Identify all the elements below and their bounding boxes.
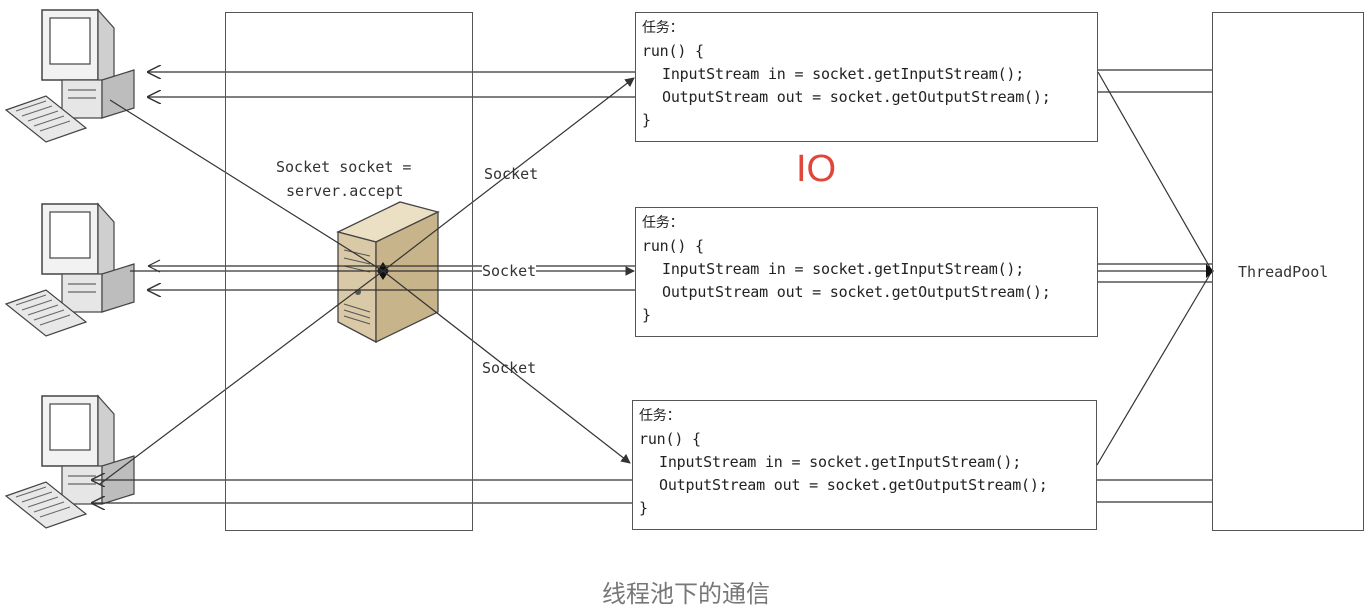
task-output-line: OutputStream out = socket.getOutputStrea… bbox=[662, 88, 1051, 106]
task-input-line: InputStream in = socket.getInputStream()… bbox=[662, 65, 1025, 83]
task-run-line: run() { bbox=[642, 42, 704, 60]
task-input-line: InputStream in = socket.getInputStream()… bbox=[662, 260, 1025, 278]
threadpool-panel bbox=[1212, 12, 1364, 531]
server-panel bbox=[225, 12, 473, 531]
task-box: 任务： run() { InputStream in = socket.getInp… bbox=[635, 12, 1098, 142]
task-box: 任务： run() { InputStream in = socket.getInp… bbox=[632, 400, 1097, 530]
task-close-brace: } bbox=[639, 499, 648, 517]
threadpool-junction bbox=[1206, 264, 1214, 278]
task-title: 任务： bbox=[639, 408, 681, 424]
socket-label: Socket bbox=[484, 165, 539, 183]
task-box: 任务： run() { InputStream in = socket.getInp… bbox=[635, 207, 1098, 337]
task-close-brace: } bbox=[642, 306, 651, 324]
threadpool-label: ThreadPool bbox=[1238, 263, 1329, 281]
task-run-line: run() { bbox=[642, 237, 704, 255]
server-icon bbox=[336, 201, 440, 344]
task-input-line: InputStream in = socket.getInputStream()… bbox=[659, 453, 1022, 471]
task-run-line: run() { bbox=[639, 430, 701, 448]
accept-connectors bbox=[99, 77, 635, 485]
threadpool-connectors bbox=[1096, 69, 1213, 503]
client-computer-icon bbox=[4, 8, 135, 143]
task-output-line: OutputStream out = socket.getOutputStrea… bbox=[659, 476, 1048, 494]
figure-caption: 线程池下的通信 bbox=[602, 580, 770, 608]
task-output-line: OutputStream out = socket.getOutputStrea… bbox=[662, 283, 1051, 301]
response-arrows bbox=[92, 72, 635, 503]
client-computer-icon bbox=[4, 202, 135, 337]
task-close-brace: } bbox=[642, 111, 651, 129]
task-title: 任务： bbox=[642, 20, 684, 36]
task-title: 任务： bbox=[642, 215, 684, 231]
io-label: IO bbox=[796, 148, 837, 190]
accept-code-line-1: Socket socket = bbox=[276, 158, 412, 176]
client-computer-icon bbox=[4, 394, 135, 529]
socket-label: Socket bbox=[482, 359, 537, 377]
accept-code-line-2: server.accept bbox=[286, 182, 404, 200]
socket-label: Socket bbox=[482, 262, 537, 280]
